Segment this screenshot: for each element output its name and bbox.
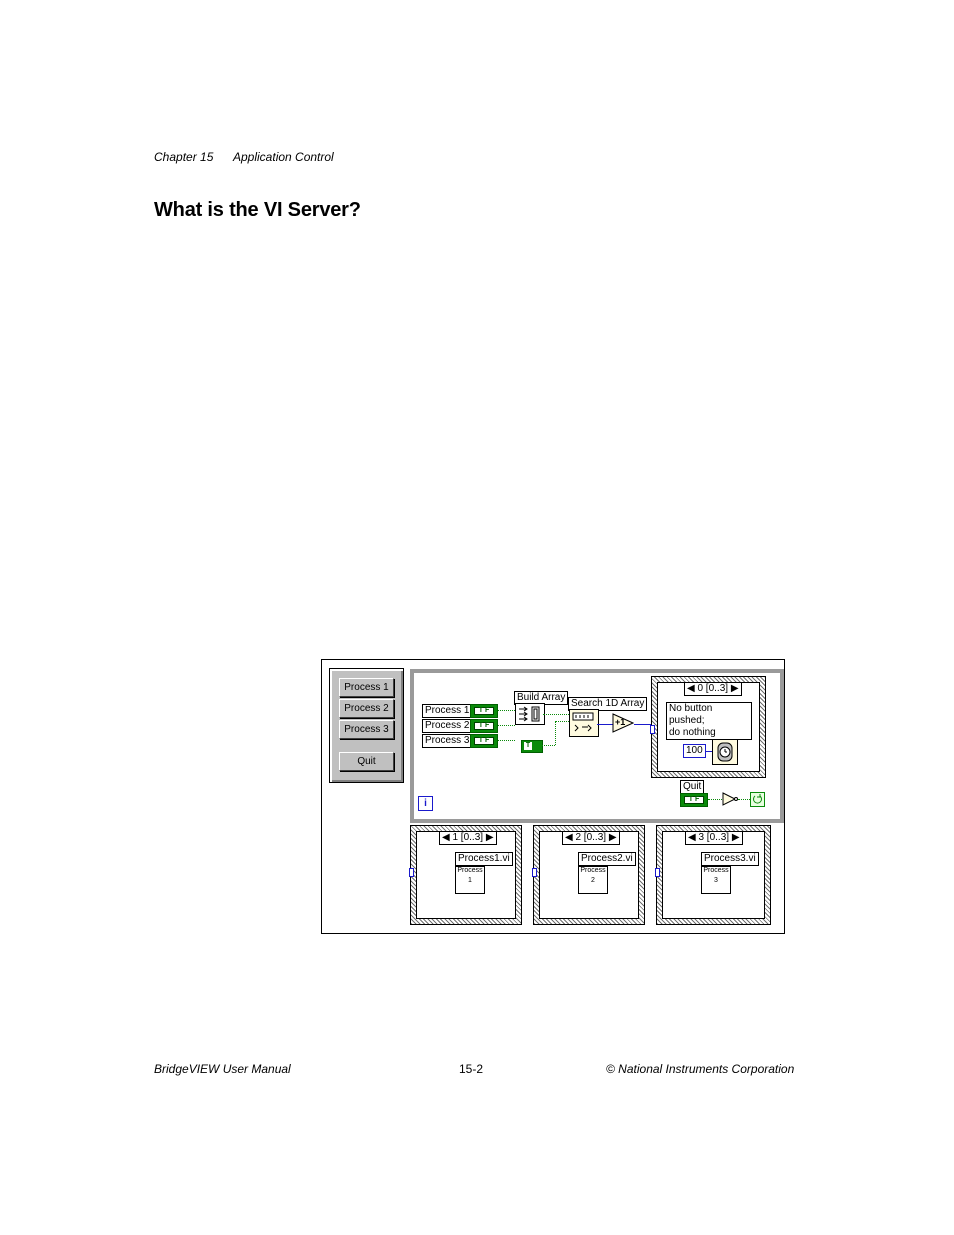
boolean-wire [738,799,750,800]
boolean-terminal-icon: T F [680,793,708,807]
process-subvi-icon: Process 1 [455,866,485,894]
loop-condition-icon [750,792,765,807]
case-structure-default: ◀ 0 [0..3] ▶ No button pushed; do nothin… [650,676,766,778]
boolean-terminal-icon: T F [470,719,498,733]
iteration-terminal-icon: i [418,796,433,811]
process-1-terminal-label: Process 1 [422,704,473,718]
process-2-button[interactable]: Process 2 [339,699,394,718]
case-selector-terminal [409,868,414,877]
true-constant: T [521,740,543,753]
process-2-terminal-label: Process 2 [422,719,473,733]
subvi-label: Process3.vi [701,852,759,866]
case-selector-terminal [655,868,660,877]
front-panel: Process 1 Process 2 Process 3 Quit [329,668,404,783]
wait-ms-constant: 100 [683,744,706,758]
case-comment: No button pushed; do nothing [666,702,752,740]
numeric-wire [634,724,652,725]
increment-icon: +1 [612,713,635,733]
footer-page-number: 15-2 [459,1062,484,1076]
vi-diagram-figure: Process 1 Process 2 Process 3 Quit Proce… [321,659,785,934]
section-heading: What is the VI Server? [154,199,361,221]
process-subvi-icon: Process 3 [701,866,731,894]
build-array-icon [515,703,545,725]
case-selector[interactable]: ◀ 0 [0..3] ▶ [684,682,742,696]
chapter-label: Chapter 15 [154,150,214,164]
boolean-wire [498,740,515,741]
process-1-button[interactable]: Process 1 [339,678,394,697]
wait-timer-icon [712,739,738,765]
boolean-wire [541,745,555,746]
process-3-terminal-label: Process 3 [422,734,473,748]
not-function-icon [722,792,738,806]
search-array-label: Search 1D Array [568,697,648,711]
case-structure-3: ◀ 3 [0..3] ▶ Process3.vi Process 3 [655,825,771,925]
boolean-wire [498,710,515,711]
footer-copyright: © National Instruments Corporation [606,1062,795,1076]
process-3-button[interactable]: Process 3 [339,720,394,739]
subvi-label: Process1.vi [455,852,513,866]
boolean-wire [555,721,569,722]
quit-button[interactable]: Quit [339,752,394,771]
case-selector-terminal [650,725,655,734]
case-selector[interactable]: ◀ 2 [0..3] ▶ [562,831,620,845]
case-structure-2: ◀ 2 [0..3] ▶ Process2.vi Process 2 [532,825,645,925]
boolean-wire [708,799,722,800]
boolean-array-wire [543,714,569,715]
case-selector-terminal [532,868,537,877]
case-structure-1: ◀ 1 [0..3] ▶ Process1.vi Process 1 [409,825,522,925]
section-label: Application Control [233,150,334,164]
search-array-icon [569,709,599,737]
boolean-wire [555,721,556,745]
numeric-wire [597,724,613,725]
quit-terminal-label: Quit [680,780,705,794]
boolean-terminal-icon: T F [470,704,498,718]
case-selector[interactable]: ◀ 3 [0..3] ▶ [685,831,743,845]
footer-manual-title: BridgeVIEW User Manual [154,1062,291,1076]
while-loop: Process 1 Process 2 Process 3 T F T F T … [410,669,784,823]
case-selector[interactable]: ◀ 1 [0..3] ▶ [439,831,497,845]
boolean-wire [498,725,515,726]
numeric-wire [706,751,712,752]
subvi-label: Process2.vi [578,852,636,866]
boolean-terminal-icon: T F [470,734,498,748]
process-subvi-icon: Process 2 [578,866,608,894]
